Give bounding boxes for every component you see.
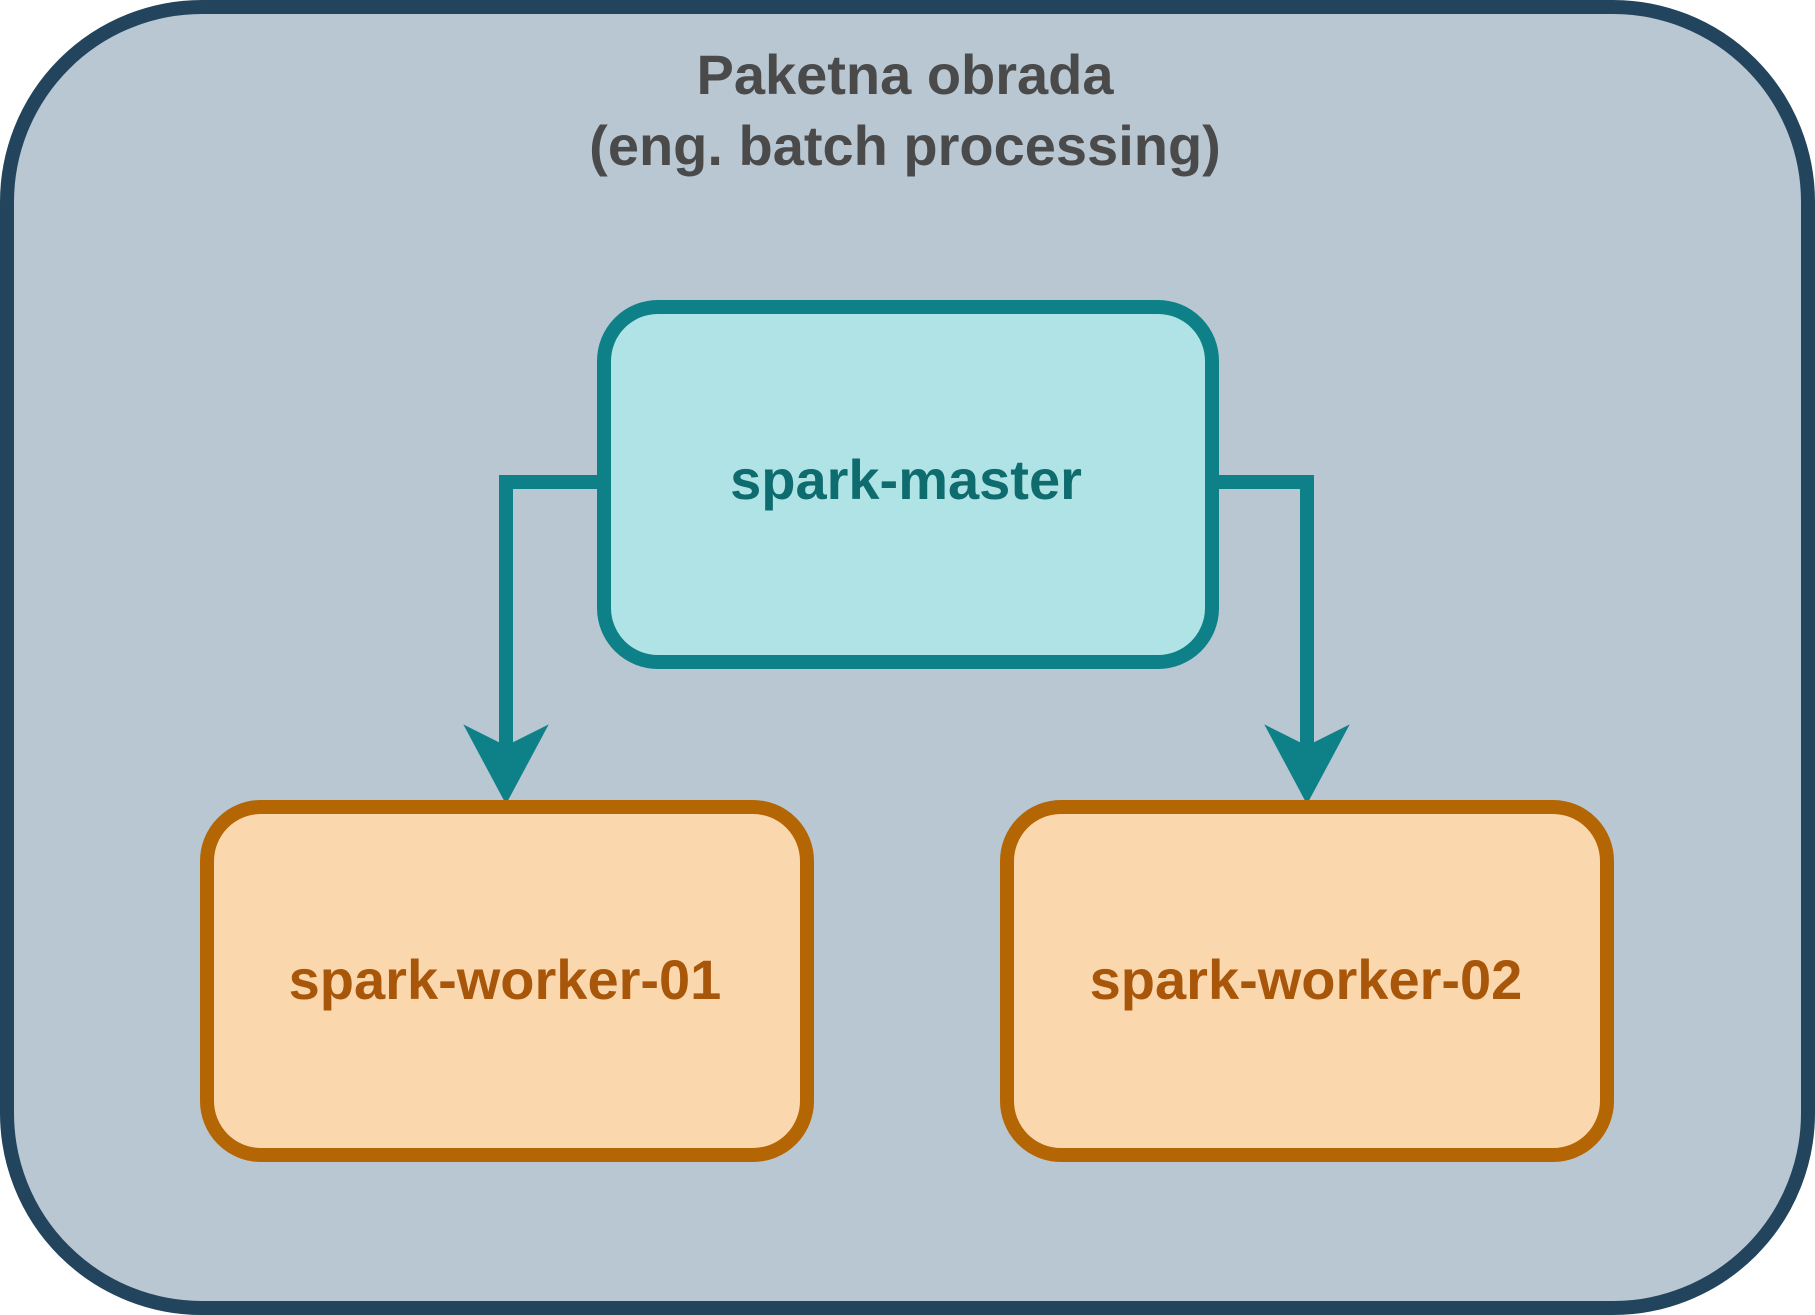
node-label: spark-worker-01 [289, 948, 722, 1011]
node-spark-worker-01[interactable]: spark-worker-01 [200, 800, 814, 1162]
arrowhead-icon [463, 724, 549, 805]
edge-master-to-worker-01 [463, 475, 604, 805]
edge-line [499, 475, 604, 748]
node-box [597, 300, 1219, 669]
node-spark-master[interactable]: spark-master [597, 300, 1219, 669]
node-box [200, 800, 814, 1162]
node-spark-worker-02[interactable]: spark-worker-02 [1000, 800, 1614, 1162]
container-title-line2: (eng. batch processing) [589, 114, 1221, 177]
node-label: spark-worker-02 [1090, 948, 1523, 1011]
node-box [1000, 800, 1614, 1162]
edge-line [1212, 475, 1314, 748]
container-title-line1: Paketna obrada [696, 43, 1114, 106]
arrowhead-icon [1264, 724, 1350, 805]
edge-master-to-worker-02 [1212, 475, 1350, 805]
node-label: spark-master [730, 448, 1082, 511]
